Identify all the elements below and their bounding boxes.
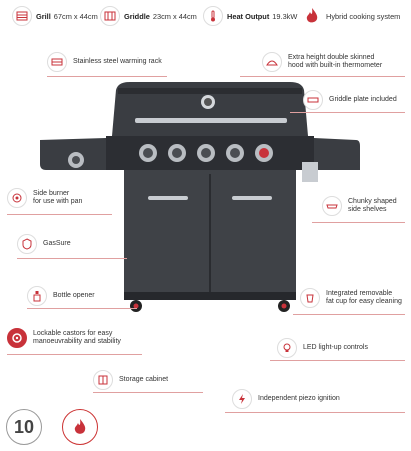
gassure-text: GasSure: [43, 239, 71, 247]
hood-text-line1: Extra height double skinned: [288, 53, 375, 61]
castors-line2: manoeuvrability and stability: [33, 338, 121, 345]
bottle-opener-icon: [27, 286, 47, 306]
lightning-icon: [232, 389, 252, 409]
right-side-shelf: [314, 138, 360, 170]
fat-cup-icon: [300, 288, 320, 308]
callout-line: [225, 412, 405, 413]
spec-griddle-label: Griddle: [124, 11, 150, 21]
warming-rack-text: Stainless steel warming rack: [73, 57, 162, 65]
grill-icon: [12, 6, 32, 26]
callout-line: [290, 112, 405, 113]
callout-line: [7, 214, 112, 215]
callout-piezo: Independent piezo ignition: [232, 389, 340, 409]
callout-line: [7, 354, 142, 355]
fat-cup-line1: Integrated removable: [326, 289, 393, 297]
piezo-text: Independent piezo ignition: [258, 394, 340, 402]
castors-line1: Lockable castors for easy: [33, 329, 113, 337]
callout-warming-rack: Stainless steel warming rack: [47, 52, 162, 72]
hybrid-badge-flame-icon: [74, 419, 86, 434]
callout-griddle-plate: Griddle plate included: [303, 90, 397, 110]
warming-rack-icon: [47, 52, 67, 72]
spec-heat-output: Heat Output 19.3kW: [203, 6, 297, 26]
callout-line: [312, 222, 405, 223]
flame-icon: [302, 6, 322, 26]
hybrid-badge: [62, 409, 98, 445]
side-shelves-line2: side shelves: [348, 206, 387, 213]
griddle-plate-icon: [303, 90, 323, 110]
hood-icon: [262, 52, 282, 72]
callout-led: LED light-up controls: [277, 338, 368, 358]
warranty-badge: 10: [6, 409, 42, 445]
fat-cup-line2: fat cup for easy cleaning: [326, 298, 402, 305]
spec-hybrid: Hybrid cooking system: [302, 6, 400, 26]
bulb-icon: [277, 338, 297, 358]
spec-hybrid-value: Hybrid cooking system: [326, 11, 401, 21]
thermometer-icon: [203, 6, 223, 26]
spec-grill-label: Grill: [36, 11, 51, 21]
callout-storage: Storage cabinet: [93, 370, 168, 390]
fat-cup: [302, 162, 318, 182]
spec-grill: Grill 67cm x 44cm: [12, 6, 98, 26]
callout-line: [47, 76, 167, 77]
callout-line: [17, 258, 127, 259]
spec-griddle-value: 23cm x 44cm: [152, 11, 197, 21]
griddle-plate-text: Griddle plate included: [329, 95, 397, 103]
gassure-icon: [17, 234, 37, 254]
griddle-icon: [100, 6, 120, 26]
spec-griddle: Griddle 23cm x 44cm: [100, 6, 197, 26]
callout-bottle-opener: Bottle opener: [27, 286, 95, 306]
side-burner-line1: Side burner: [33, 189, 70, 197]
side-shelves-line1: Chunky shaped: [348, 197, 397, 205]
side-shelves-icon: [322, 196, 342, 216]
callout-line: [93, 392, 203, 393]
side-burner-icon: [7, 188, 27, 208]
spec-heat-label: Heat Output: [227, 11, 270, 21]
callout-line: [270, 360, 405, 361]
callout-gassure: GasSure: [17, 234, 71, 254]
callout-line: [27, 308, 137, 309]
bottle-opener-text: Bottle opener: [53, 291, 95, 299]
led-text: LED light-up controls: [303, 343, 368, 351]
callout-line: [293, 314, 405, 315]
door-handle: [232, 196, 272, 200]
castor-icon: [7, 328, 27, 348]
hood-handle: [135, 118, 287, 123]
callout-line: [240, 76, 405, 77]
storage-icon: [93, 370, 113, 390]
side-burner-line2: for use with pan: [33, 198, 83, 205]
door-handle: [148, 196, 188, 200]
hood-text-line2: hood with built-in thermometer: [288, 62, 383, 69]
storage-text: Storage cabinet: [119, 375, 169, 383]
warranty-number: 10: [13, 416, 35, 437]
spec-heat-value: 19.3kW: [272, 11, 298, 21]
bbq-grill-illustration: [40, 82, 360, 312]
spec-grill-value: 67cm x 44cm: [53, 11, 98, 21]
